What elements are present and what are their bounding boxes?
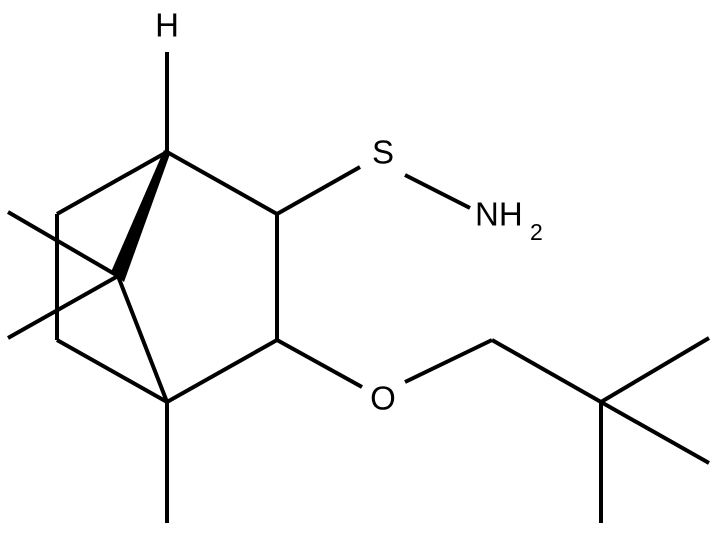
- skeleton-bonds: [6, 52, 711, 523]
- atom-label-o: O: [370, 380, 396, 417]
- bond-cq-me2: [600, 400, 710, 465]
- bond-s-n: [404, 173, 471, 210]
- bond-c1-c2: [166, 150, 278, 216]
- atom-label-nh2-subscript: 2: [530, 219, 543, 245]
- bond-c3-c4: [166, 338, 278, 404]
- bond-c5-c4: [56, 338, 168, 404]
- atom-label-s: S: [372, 134, 394, 171]
- atom-labels: H S NH 2 O: [155, 7, 543, 417]
- wedge-bond-c1-c7: [111, 150, 170, 282]
- atom-label-nh: NH: [475, 196, 523, 233]
- bond-c3-o: [276, 338, 363, 389]
- bond-cq-me1: [599, 336, 711, 404]
- bond-ch2-cq: [491, 338, 602, 404]
- bond-c2-s: [276, 165, 361, 216]
- atom-label-h: H: [155, 7, 179, 44]
- bond-c7-methyl-a: [6, 210, 120, 278]
- bond-c7-methyl-b: [7, 274, 119, 340]
- bond-c1-c6: [56, 150, 168, 216]
- bond-o-ch2: [404, 338, 493, 384]
- bond-c7-c4: [116, 275, 169, 403]
- atom-label-nh2: NH: [475, 196, 523, 233]
